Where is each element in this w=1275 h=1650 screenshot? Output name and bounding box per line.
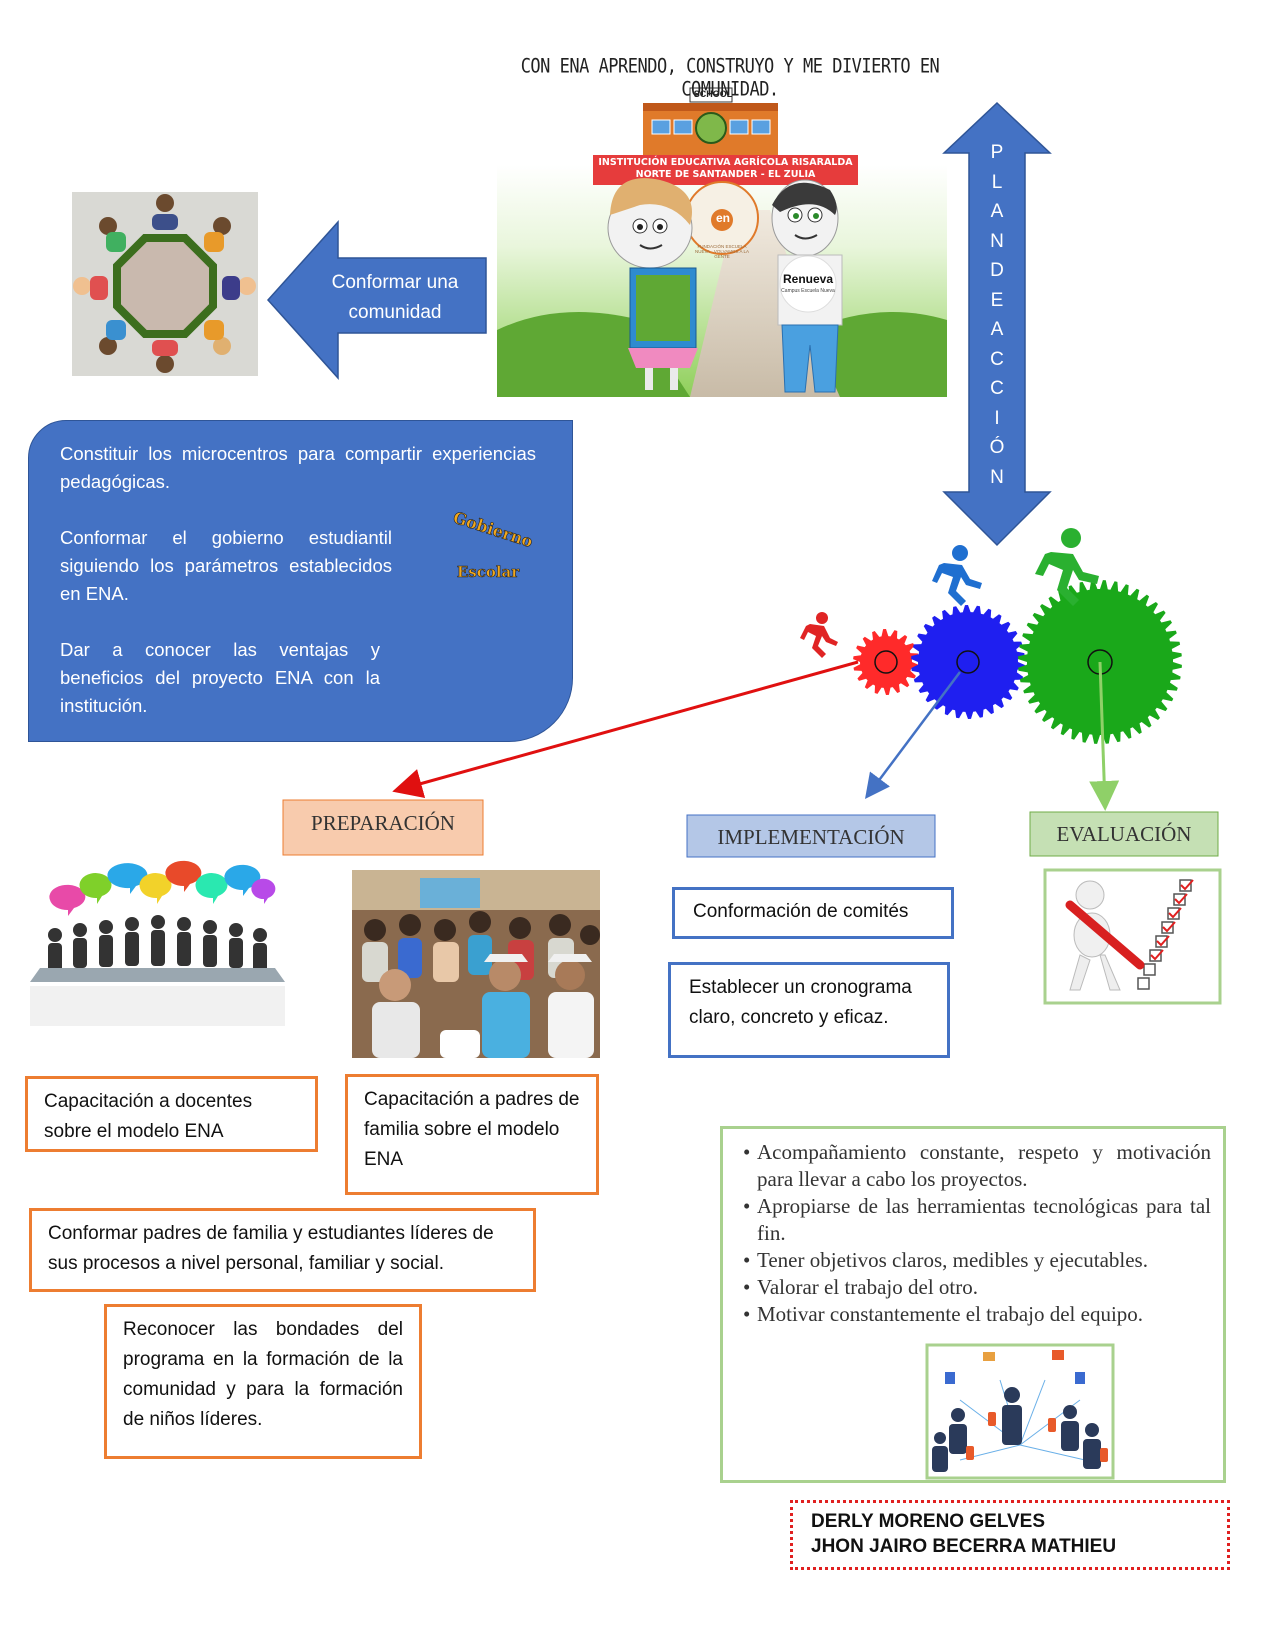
box-comites: Conformación de comités (672, 887, 954, 939)
planeacion-letter: Ó (989, 437, 1005, 458)
box-capacitacion-padres: Capacitación a padres de familia sobre e… (345, 1074, 599, 1195)
gobierno-logo-bottom: Escolar (456, 563, 520, 582)
seal-ring-text: FUNDACIÓN ESCUELA NUEVA · VOLVAMOS A LA … (694, 244, 750, 259)
network-people-illustration (925, 1343, 1115, 1480)
people-round-table-illustration (72, 192, 258, 376)
evaluacion-list-item: Apropiarse de las herramientas tecnológi… (743, 1193, 1211, 1247)
planeacion-letter: C (990, 348, 1004, 370)
evaluacion-list-item: Valorar el trabajo del otro. (743, 1274, 1211, 1301)
planeacion-letter: E (990, 289, 1004, 311)
planeacion-letter: L (991, 171, 1003, 193)
page-title: CON ENA APRENDO, CONSTRUYO Y ME DIVIERTO… (520, 55, 940, 101)
school-scene-illustration (497, 87, 947, 397)
evaluacion-list: Acompañamiento constante, respeto y moti… (723, 1129, 1223, 1328)
school-sign: SCHOOL (693, 89, 733, 99)
checklist-figure-illustration (1043, 868, 1222, 1005)
planeacion-letter: D (990, 260, 1004, 281)
planeacion-letter: A (990, 319, 1004, 340)
meeting-speech-bubbles-illustration (28, 860, 285, 1038)
gear-group (853, 580, 1182, 744)
author-name-1: DERLY MORENO GELVES (811, 1511, 1046, 1532)
box-capacitacion-docentes: Capacitación a docentes sobre el modelo … (25, 1076, 318, 1152)
author-name-2: JHON JAIRO BECERRA MATHIEU (811, 1536, 1117, 1557)
authors-box: DERLY MORENO GELVES JHON JAIRO BECERRA M… (790, 1500, 1230, 1570)
stage-evaluacion: EVALUACIÓN (1056, 822, 1192, 846)
renueva-logo: Renueva (782, 272, 834, 286)
box-bondades: Reconocer las bondades del programa en l… (104, 1304, 422, 1459)
planeacion-letter: I (994, 407, 1000, 429)
planeacion-double-arrow (942, 101, 1052, 547)
box-cronograma: Establecer un cronograma claro, concreto… (668, 962, 950, 1058)
school-banner-line2: NORTE DE SANTANDER - EL ZULIA (635, 169, 816, 180)
school-banner-line1: INSTITUCIÓN EDUCATIVA AGRÍCOLA RISARALDA (598, 157, 853, 168)
seal-logo: en (715, 211, 730, 225)
stage-implementacion: IMPLEMENTACIÓN (717, 825, 905, 849)
gear-hub (874, 650, 898, 674)
objective-gobierno: Conformar el gobierno estudiantil siguie… (60, 527, 392, 604)
parents-meeting-photo (352, 870, 600, 1058)
evaluacion-list-item: Acompañamiento constante, respeto y moti… (743, 1139, 1211, 1193)
running-figure-icon (800, 612, 838, 658)
evaluacion-list-item: Tener objetivos claros, medibles y ejecu… (743, 1247, 1211, 1274)
planeacion-letter: N (990, 230, 1004, 252)
objective-ventajas: Dar a conocer las ventajas y beneficios … (60, 639, 380, 716)
community-arrow-label: Conformar una comunidad (331, 272, 459, 323)
blue-objectives-card (28, 420, 573, 742)
evaluacion-list-box: Acompañamiento constante, respeto y moti… (720, 1126, 1226, 1483)
gear-icon (853, 629, 919, 695)
objective-microcentros: Constituir los microcentros para compart… (60, 443, 536, 492)
planeacion-letter: P (990, 142, 1004, 163)
running-figure-icon (1035, 528, 1099, 606)
running-figure-icon (932, 545, 982, 606)
school-banner: INSTITUCIÓN EDUCATIVA AGRÍCOLA RISARALDA… (593, 157, 858, 181)
gear-hub (956, 650, 980, 674)
box-lideres: Conformar padres de familia y estudiante… (29, 1208, 536, 1292)
community-arrow-shape (266, 220, 487, 380)
gear-icon (911, 605, 1025, 719)
evaluacion-list-item: Motivar constantemente el trabajo del eq… (743, 1301, 1211, 1328)
planeacion-letter: N (990, 466, 1004, 488)
stage-preparacion: PREPARACIÓN (311, 811, 455, 835)
planeacion-letter: A (990, 201, 1004, 222)
renueva-subtitle: Campus Escuela Nueva (781, 288, 835, 294)
planeacion-letter: C (990, 378, 1004, 399)
